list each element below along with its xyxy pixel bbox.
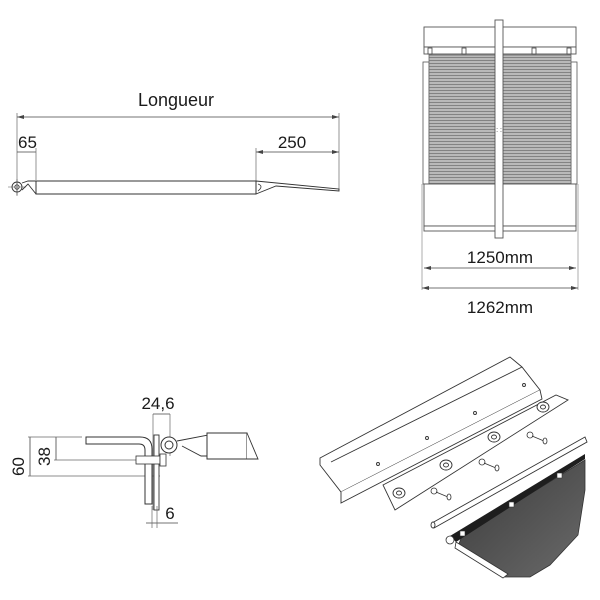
hinge-pin — [430, 436, 588, 529]
height-inner-label: 38 — [35, 447, 54, 466]
length-label: Longueur — [138, 90, 214, 110]
side-view-drawing: Longueur 65 250 — [0, 80, 350, 210]
side-view-svg: Longueur 65 250 — [8, 90, 340, 196]
hinge-detail-drawing: 24,6 60 38 6 — [0, 380, 270, 530]
top-dim-label: 24,6 — [141, 394, 174, 413]
top-view-svg: : : 1250mm 1262mm — [421, 19, 579, 317]
hinge-detail-svg: 24,6 60 38 6 — [9, 394, 259, 528]
top-view-drawing: : : 1250mm 1262mm — [410, 0, 600, 330]
bolts — [430, 431, 548, 501]
angle-profile — [319, 356, 543, 504]
thickness-label: 6 — [165, 504, 174, 523]
svg-text:: :: : : — [496, 127, 502, 134]
exploded-view-svg — [319, 356, 588, 579]
exploded-view-drawing — [310, 340, 600, 600]
inner-width-label: 1250mm — [467, 248, 533, 267]
height-total-label: 60 — [9, 457, 28, 476]
right-dim-label: 250 — [278, 133, 306, 152]
ramp-plate — [445, 454, 586, 579]
outer-width-label: 1262mm — [467, 298, 533, 317]
left-dim-label: 65 — [18, 133, 37, 152]
hinge-plate — [382, 394, 569, 511]
